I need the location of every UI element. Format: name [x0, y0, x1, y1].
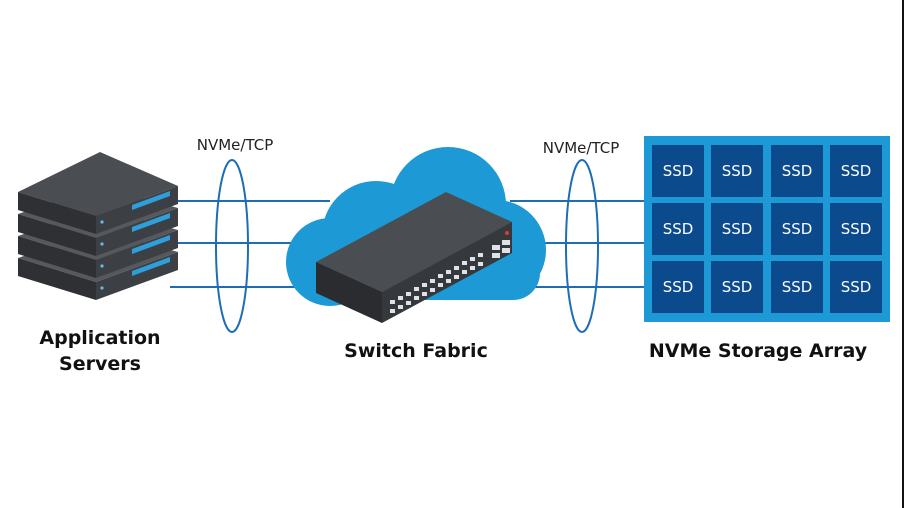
- servers-label-line1: Application: [39, 327, 160, 349]
- links-left: [170, 200, 330, 288]
- ssd-cell-box: [830, 145, 882, 197]
- servers-label-line2: Servers: [59, 353, 141, 375]
- ssd-cell-label: SSD: [663, 162, 694, 180]
- protocol-label-left: NVMe/TCP: [197, 136, 274, 154]
- ssd-cell-label: SSD: [782, 162, 813, 180]
- ssd-cell-box: [711, 261, 763, 313]
- ssd-cell-label: SSD: [722, 162, 753, 180]
- ssd-cell-label: SSD: [663, 220, 694, 238]
- ssd-cell: SSD: [830, 261, 882, 313]
- ssd-cell-box: [830, 203, 882, 255]
- protocol-label-right: NVMe/TCP: [543, 139, 620, 157]
- ssd-cell: SSD: [652, 261, 704, 313]
- links-right: [510, 200, 644, 288]
- ssd-cell: SSD: [711, 261, 763, 313]
- ssd-cell-label: SSD: [841, 220, 872, 238]
- storage-array: SSD SSD SSD SSD SSD SSD SSD SSD SSD SSD SSD SSD: [644, 136, 890, 322]
- ssd-cell-box: [771, 203, 823, 255]
- ssd-cell-box: [711, 145, 763, 197]
- ssd-cell: SSD: [771, 261, 823, 313]
- switch-fabric-label: Switch Fabric: [344, 340, 488, 362]
- ssd-cell-box: [652, 145, 704, 197]
- ssd-cell-box: [652, 203, 704, 255]
- ssd-cell: SSD: [711, 145, 763, 197]
- ssd-cell: SSD: [652, 145, 704, 197]
- ssd-cell-box: [830, 261, 882, 313]
- ssd-cell-label: SSD: [782, 220, 813, 238]
- ssd-cell: SSD: [771, 203, 823, 255]
- switch-icon: [316, 192, 512, 323]
- ssd-cell-box: [652, 261, 704, 313]
- ssd-cell: SSD: [652, 203, 704, 255]
- protocol-ring-right: [565, 159, 599, 333]
- ssd-cell-box: [711, 203, 763, 255]
- ssd-cell-label: SSD: [722, 220, 753, 238]
- ssd-cell-label: SSD: [722, 278, 753, 296]
- ssd-cell: SSD: [830, 145, 882, 197]
- ssd-cell-box: [771, 145, 823, 197]
- ssd-cell-label: SSD: [663, 278, 694, 296]
- ssd-cell-label: SSD: [841, 278, 872, 296]
- ssd-cell-label: SSD: [782, 278, 813, 296]
- ssd-grid: SSD SSD SSD SSD SSD SSD SSD SSD SSD SSD SSD SSD: [652, 145, 882, 313]
- ssd-cell: SSD: [830, 203, 882, 255]
- ssd-cell: SSD: [711, 203, 763, 255]
- ssd-cell-label: SSD: [841, 162, 872, 180]
- storage-array-label: NVMe Storage Array: [649, 340, 868, 362]
- right-border: [902, 0, 904, 508]
- protocol-ring-left: [215, 159, 249, 333]
- server-rack-icon: [18, 152, 178, 300]
- ssd-cell-box: [771, 261, 823, 313]
- ssd-cell: SSD: [771, 145, 823, 197]
